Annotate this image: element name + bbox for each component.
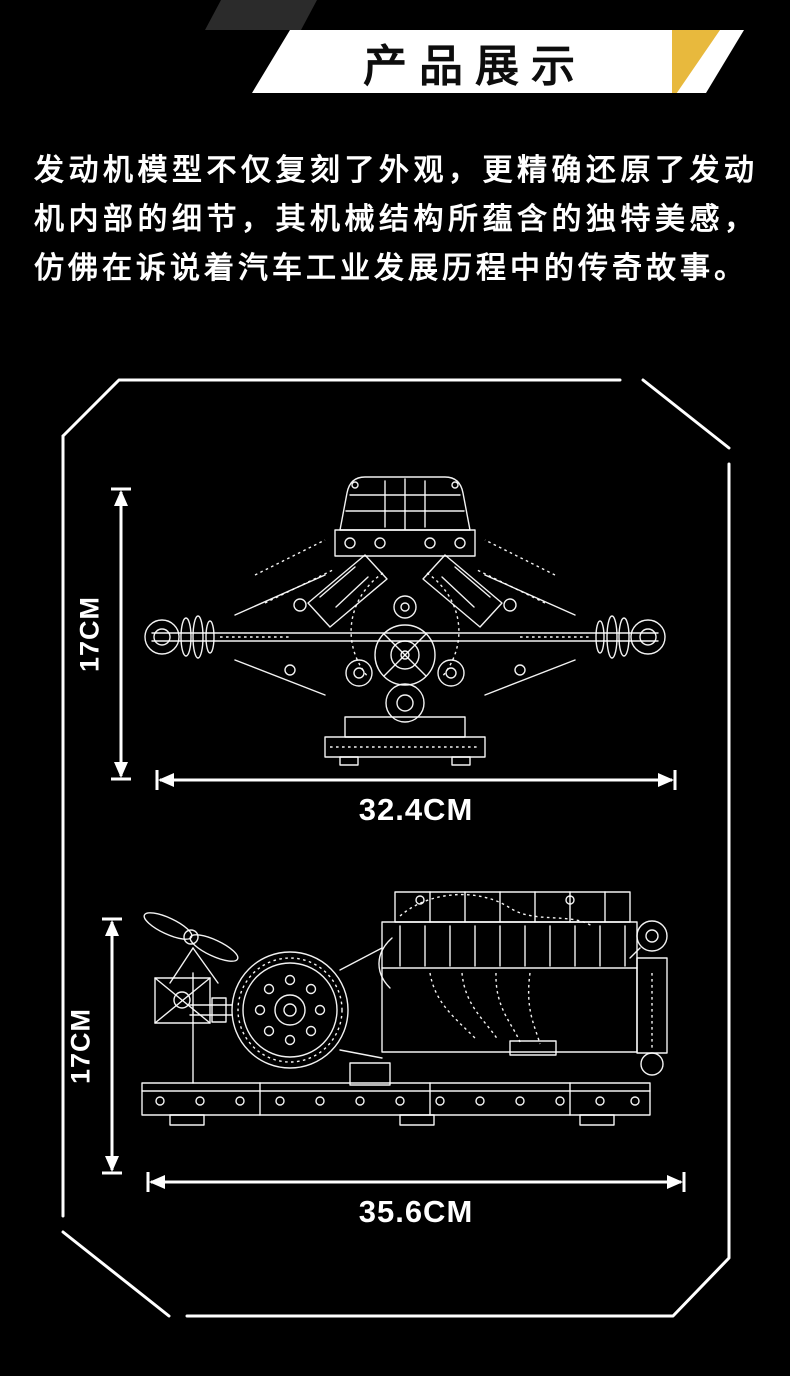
panel-frame bbox=[61, 378, 731, 1318]
v8-engine-diagram bbox=[144, 476, 666, 766]
width-dimension-label-2: 35.6CM bbox=[358, 1194, 474, 1229]
title-banner: 产品展示 bbox=[252, 30, 744, 93]
width-dimension-line-1 bbox=[155, 770, 677, 790]
height-dimension-label-1: 17CM bbox=[74, 595, 105, 673]
height-dimension-label-2: 17CM bbox=[65, 1007, 96, 1085]
header-corner-shape bbox=[205, 0, 317, 30]
height-dimension-line-1 bbox=[111, 487, 131, 781]
intro-text: 发动机模型不仅复刻了外观，更精确还原了发动机内部的细节，其机械结构所蕴含的独特美… bbox=[34, 154, 758, 285]
inline-engine-diagram bbox=[141, 891, 668, 1126]
width-dimension-line-2 bbox=[146, 1172, 686, 1192]
height-dimension-line-2 bbox=[102, 917, 122, 1175]
width-dimension-label-1: 32.4CM bbox=[358, 792, 474, 827]
page-title: 产品展示 bbox=[363, 41, 587, 91]
